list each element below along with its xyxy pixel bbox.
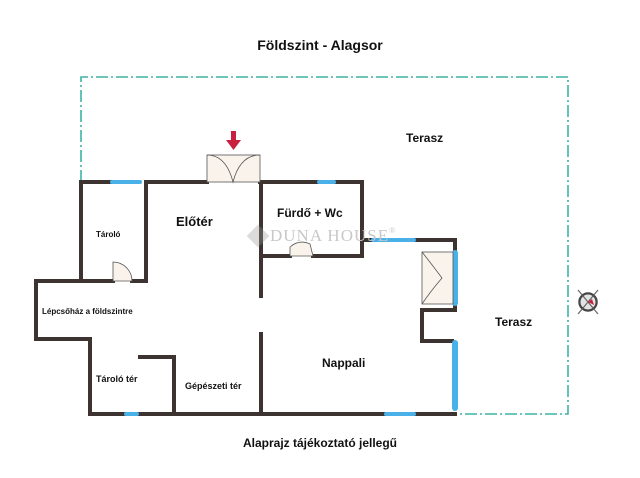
room-label-terasz-right: Terasz: [495, 315, 533, 329]
entrance-door: [206, 154, 261, 184]
room-label-lepcsohaz: Lépcsőház a földszintre: [42, 307, 133, 316]
room-label-eloter: Előtér: [176, 214, 213, 229]
walls: [34, 180, 457, 416]
bathroom-door: [289, 241, 314, 257]
storage-door: [112, 261, 133, 282]
watermark-registered: ®: [389, 226, 397, 235]
floor-title: Földszint - Alagsor: [257, 37, 383, 53]
watermark-text: DUNA HOUSE: [270, 226, 390, 245]
room-label-furdo: Fürdő + Wc: [277, 206, 343, 220]
terrace-door: [421, 251, 454, 305]
watermark: DUNA HOUSE®: [248, 226, 396, 246]
terrace-outline: [80, 76, 569, 415]
room-label-tarolo-ter: Tároló tér: [96, 374, 138, 384]
compass-icon: [577, 289, 599, 315]
room-label-nappali: Nappali: [322, 356, 366, 370]
room-label-tarolo: Tároló: [96, 230, 121, 239]
room-label-gepeszeti: Gépészeti tér: [185, 381, 242, 391]
entrance-arrow-icon: [226, 131, 241, 150]
footer-note: Alaprajz tájékoztató jellegű: [242, 436, 398, 450]
windows: [110, 180, 458, 416]
room-label-terasz-top: Terasz: [406, 131, 444, 145]
